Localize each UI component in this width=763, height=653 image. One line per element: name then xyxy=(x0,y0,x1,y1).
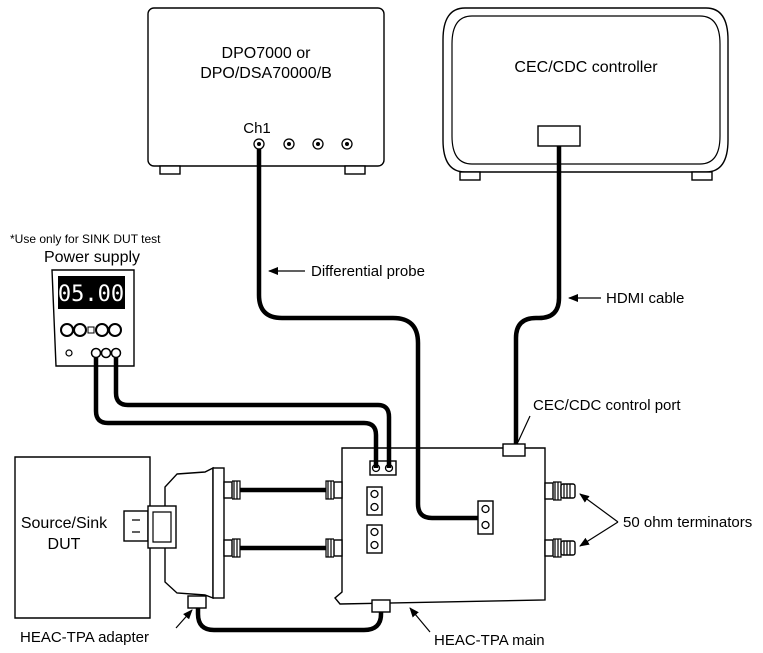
power-supply-switch[interactable] xyxy=(65,349,73,357)
controller-hdmi-port[interactable] xyxy=(537,125,581,147)
channel-3-connector[interactable] xyxy=(312,138,324,150)
tpa-adapter-label: HEAC-TPA adapter xyxy=(20,629,149,646)
power-supply-terminal-3[interactable] xyxy=(110,347,122,359)
power-cable-2 xyxy=(113,358,392,468)
power-supply-display-value: 05.00 xyxy=(58,282,124,307)
main-control-port[interactable] xyxy=(371,599,391,613)
adapter-hdmi-plug xyxy=(123,510,149,542)
terminator-top xyxy=(560,483,576,499)
heac-tpa-adapter xyxy=(123,466,241,609)
adapter-sma-connector-bottom[interactable] xyxy=(223,538,241,558)
oscilloscope-title-line2: DPO/DSA70000/B xyxy=(200,65,332,82)
oscilloscope: DPO7000 or DPO/DSA70000/B Ch1 xyxy=(147,7,385,175)
power-supply-terminal-1[interactable] xyxy=(90,347,102,359)
power-supply: 05.00 xyxy=(51,269,135,367)
controller-body xyxy=(442,7,729,173)
control-port-leader xyxy=(517,415,531,443)
oscilloscope-title-line1: DPO7000 or xyxy=(222,45,312,62)
dut-title-line1: Source/Sink xyxy=(21,515,108,532)
tpa-adapter-arrow xyxy=(175,609,193,629)
control-link-cable xyxy=(195,608,384,633)
heac-tpa-main xyxy=(325,443,562,613)
hdmi-cable xyxy=(513,146,562,444)
differential-probe-label: Differential probe xyxy=(311,263,425,280)
oscilloscope-foot-right xyxy=(344,165,366,175)
tpa-main-label: HEAC-TPA main xyxy=(434,632,545,649)
dut-title-line2: DUT xyxy=(48,536,81,553)
power-supply-knob-3[interactable] xyxy=(95,323,109,337)
power-supply-indicator xyxy=(87,326,95,334)
tpa-main-arrow xyxy=(409,607,431,633)
channel-1-connector[interactable] xyxy=(253,138,265,150)
power-supply-knob-1[interactable] xyxy=(60,323,74,337)
main-sma-connector-right-top[interactable] xyxy=(544,481,562,501)
power-supply-note: *Use only for SINK DUT test xyxy=(10,232,161,246)
power-supply-terminal-2[interactable] xyxy=(100,347,112,359)
terminators-label: 50 ohm terminators xyxy=(623,514,752,531)
controller-bezel xyxy=(451,15,721,165)
power-cable-1 xyxy=(93,358,379,468)
power-supply-knob-2[interactable] xyxy=(73,323,87,337)
adapter-side xyxy=(212,467,225,599)
power-supply-title: Power supply xyxy=(44,249,140,266)
source-sink-dut: Source/Sink DUT xyxy=(14,456,151,619)
differential-probe-cable xyxy=(256,149,478,521)
hdmi-cable-label: HDMI cable xyxy=(606,290,684,307)
power-supply-knob-4[interactable] xyxy=(108,323,122,337)
channel-1-label: Ch1 xyxy=(243,120,271,137)
channel-2-connector[interactable] xyxy=(283,138,295,150)
adapter-sma-connector-top[interactable] xyxy=(223,480,241,500)
terminator-bottom xyxy=(560,540,576,556)
main-sma-connector-right-bottom[interactable] xyxy=(544,538,562,558)
channel-4-connector[interactable] xyxy=(341,138,353,150)
dut-body xyxy=(14,456,151,619)
adapter-control-port[interactable] xyxy=(187,595,207,609)
terminator-arrow-top xyxy=(579,493,619,523)
power-supply-display xyxy=(58,276,125,309)
control-port-label: CEC/CDC control port xyxy=(533,397,681,414)
oscilloscope-foot-left xyxy=(159,165,181,175)
main-board-body xyxy=(334,447,546,605)
controller-foot-left xyxy=(459,171,481,181)
cec-cdc-controller: CEC/CDC controller xyxy=(442,7,729,181)
oscilloscope-body xyxy=(147,7,385,167)
main-sma-connector-left-bottom[interactable] xyxy=(325,538,343,558)
main-sma-connector-left-top[interactable] xyxy=(325,480,343,500)
cec-cdc-control-port[interactable] xyxy=(502,443,526,457)
controller-title: CEC/CDC controller xyxy=(514,59,658,76)
controller-foot-right xyxy=(691,171,713,181)
terminator-arrow-bottom xyxy=(579,521,619,547)
